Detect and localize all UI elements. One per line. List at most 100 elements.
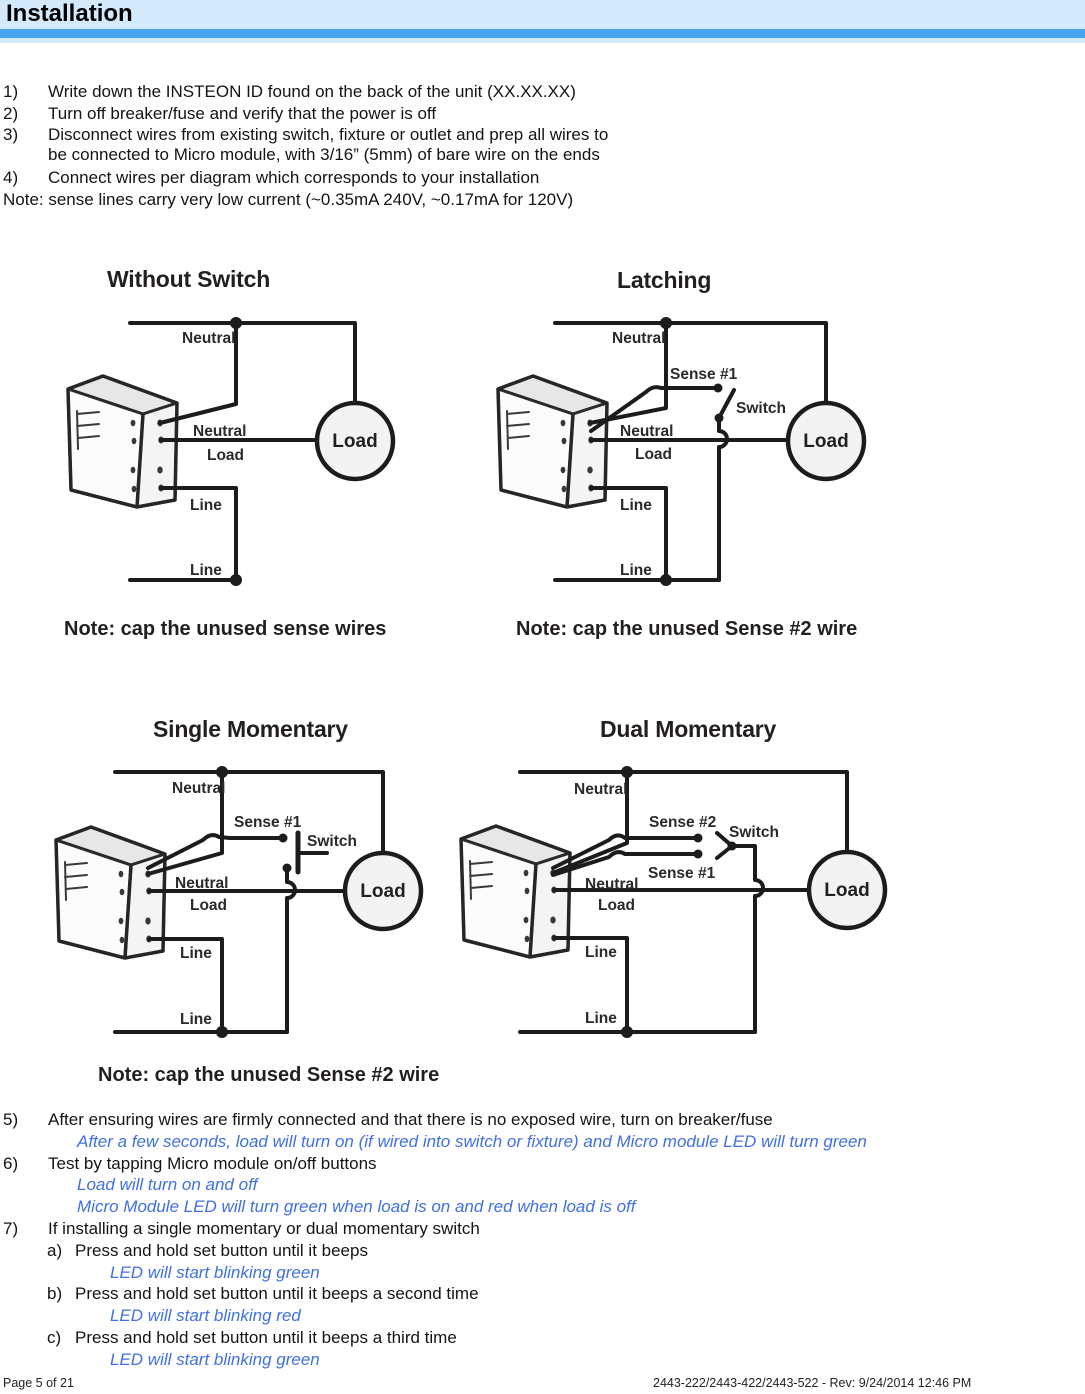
load-symbol [806,849,888,931]
sense-wire [551,833,700,870]
step-number: 5) [3,1110,19,1129]
diagram-single-momentary: Load Neutral Sense #1 Switch Neutral Loa… [54,766,424,1038]
junction-dot [621,1026,633,1038]
load-label: Load [360,881,405,902]
subnote-text: Load will turn on and off [77,1175,258,1195]
instruction-step: 1) Write down the INSTEON ID found on th… [0,82,1000,104]
substep-text: Press and hold set button until it beeps… [75,1284,479,1304]
wire-label-sense1: Sense #1 [234,814,302,831]
instruction-step: 2) Turn off breaker/fuse and verify that… [0,104,1000,126]
instruction-subnote: LED will start blinking green [0,1263,1000,1285]
post-install-steps: 5) After ensuring wires are firmly conne… [0,1110,1000,1372]
subnote-text: LED will start blinking green [110,1349,320,1369]
instruction-subnote: Micro Module LED will turn green when lo… [0,1197,1000,1219]
diagram-without-switch: Load Neutral Neutral Load Line Line [66,317,396,586]
diagram-title-without-switch: Without Switch [107,266,271,292]
instruction-substep: a) Press and hold set button until it be… [0,1241,1000,1263]
step-text: Write down the INSTEON ID found on the b… [48,82,576,101]
wire [551,770,629,875]
step-number: 3) [3,125,19,145]
step-text: Connect wires per diagram which correspo… [48,168,540,188]
switch-label: Switch [736,400,786,417]
wire-label-load: Load [207,447,244,464]
step-number: 4) [3,168,19,188]
switch-contact-dot [693,849,703,859]
subnote-text: LED will start blinking green [110,1262,320,1282]
wire-label-line: Line [620,497,652,514]
load-symbol [314,400,396,482]
wire [147,937,224,1034]
header-rule [0,29,1085,38]
substep-text: Press and hold set button until it beeps… [75,1327,457,1347]
step-number: 2) [3,103,19,123]
diagram-dual-momentary: Load Neutral Sense #2 Switch Sense #1 Ne… [459,766,888,1038]
footer-revision: 2443-222/2443-422/2443-522 - Rev: 9/24/2… [653,1376,972,1390]
instruction-subnote: Load will turn on and off [0,1175,1000,1197]
wire-label-line: Line [190,497,222,514]
wire-label-sense1: Sense #1 [648,865,716,882]
substep-letter: c) [47,1327,62,1347]
step-number: 1) [3,82,19,101]
wire [588,321,668,425]
sense-wire [551,850,700,877]
wire-label-load: Load [635,446,672,463]
header-band [0,0,1085,29]
instruction-substep: c) Press and hold set button until it be… [0,1328,1000,1350]
wire [159,486,238,582]
wire-label-neutral: Neutral [574,781,627,798]
junction-dot [660,574,672,586]
switch-blade [717,388,736,420]
wire-label-neutral: Neutral [182,330,235,347]
instruction-step: 7) If installing a single momentary or d… [0,1219,1000,1241]
diagram-note-left: Note: cap the unused sense wires [64,618,387,640]
diagram-note-right: Note: cap the unused Sense #2 wire [516,618,858,640]
instruction-note: Note: sense lines carry very low current… [0,190,1000,212]
wire [717,416,729,582]
diagram-note-bottom: Note: cap the unused Sense #2 wire [98,1064,440,1086]
step-number: 7) [3,1218,19,1238]
step-text: Turn off breaker/fuse and verify that th… [48,103,437,123]
instruction-step: 3) Disconnect wires from existing switch… [0,125,1000,168]
wire [589,486,668,582]
wire-label-load: Load [598,897,635,914]
wire-label-sense1: Sense #1 [670,366,738,383]
wire-label-line: Line [585,1010,617,1027]
wire-label-line: Line [620,562,652,579]
sense-wire [589,385,720,433]
wire [553,321,828,405]
wire-label-line: Line [180,945,212,962]
step-text: After ensuring wires are firmly connecte… [48,1110,773,1129]
instruction-step: 5) After ensuring wires are firmly conne… [0,1110,1000,1132]
switch-label: Switch [307,833,357,850]
page-title: Installation [6,0,133,27]
subnote-text: After a few seconds, load will turn on (… [77,1131,867,1151]
switch-contact-dot [713,383,723,393]
switch-label: Switch [729,824,779,841]
diagram-title-dual-momentary: Dual Momentary [600,716,777,742]
wire [113,770,385,855]
wire-label-neutral: Neutral [193,423,246,440]
load-symbol [342,850,424,932]
sense-wire [146,833,285,870]
subnote-text: Micro Module LED will turn green when lo… [77,1197,636,1217]
wire [552,936,629,1034]
instruction-subnote: LED will start blinking red [0,1306,1000,1328]
wire-label-neutral: Neutral [612,330,665,347]
load-label: Load [332,431,377,452]
step-text: Disconnect wires from existing switch, f… [48,125,609,165]
diagram-latching: Load Neutral Sense #1 Switch Neutral Loa… [496,317,867,586]
wire-label-line: Line [190,562,222,579]
step-text: Test by tapping Micro module on/off butt… [48,1153,377,1173]
installation-steps: 1) Write down the INSTEON ID found on th… [0,82,1000,212]
instruction-subnote: After a few seconds, load will turn on (… [0,1132,1000,1154]
wire-label-neutral: Neutral [172,780,225,797]
diagram-title-latching: Latching [617,267,712,293]
junction-dot [230,574,242,586]
wiring-diagrams: Load Neutral Neutral Load Line Line Load… [54,317,888,1038]
footer-page-number: Page 5 of 21 [3,1376,74,1390]
wire-label-load: Load [190,897,227,914]
switch-contact-dot [693,833,703,843]
header-rule-thin [0,38,1085,43]
load-symbol [785,400,867,482]
wire [730,844,765,1034]
